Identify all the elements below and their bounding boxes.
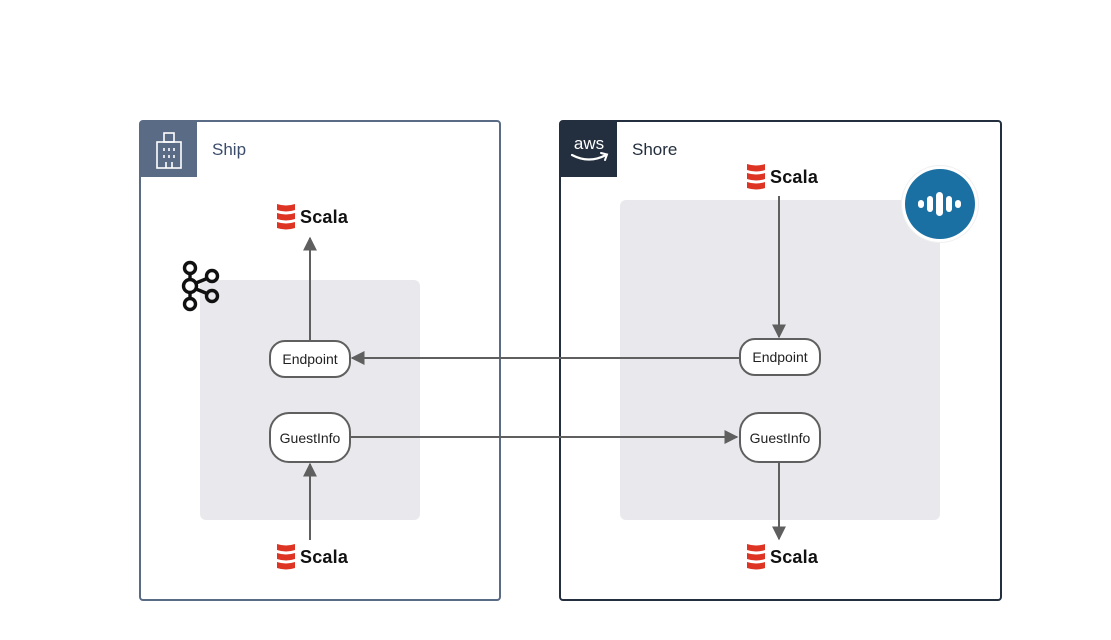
cloud-service-logo-icon bbox=[902, 166, 978, 242]
ship-topic-endpoint[interactable]: Endpoint bbox=[269, 340, 351, 378]
scala-label: Scala bbox=[770, 546, 819, 567]
shore-group: aws Shore bbox=[559, 120, 1002, 601]
ship-topic-guestinfo[interactable]: GuestInfo bbox=[269, 412, 351, 463]
scala-icon bbox=[747, 164, 765, 190]
ship-group: Ship bbox=[139, 120, 501, 601]
shore-topic-endpoint[interactable]: Endpoint bbox=[739, 338, 821, 376]
building-icon bbox=[141, 122, 197, 177]
shore-scala-producer[interactable]: Scala bbox=[745, 162, 818, 192]
scala-icon bbox=[277, 544, 295, 570]
shore-topic-guestinfo[interactable]: GuestInfo bbox=[739, 412, 821, 463]
ship-scala-producer[interactable]: Scala bbox=[275, 542, 348, 572]
aws-logo-icon: aws bbox=[561, 122, 617, 177]
scala-icon bbox=[747, 544, 765, 570]
scala-icon bbox=[277, 204, 295, 230]
scala-label: Scala bbox=[300, 206, 349, 227]
ship-scala-consumer[interactable]: Scala bbox=[275, 202, 348, 232]
ship-group-title: Ship bbox=[212, 140, 247, 159]
kafka-icon bbox=[178, 260, 224, 317]
scala-label: Scala bbox=[770, 166, 819, 187]
shore-group-title: Shore bbox=[632, 140, 678, 159]
scala-label: Scala bbox=[300, 546, 349, 567]
svg-text:aws: aws bbox=[574, 134, 604, 153]
shore-scala-consumer[interactable]: Scala bbox=[745, 542, 818, 572]
